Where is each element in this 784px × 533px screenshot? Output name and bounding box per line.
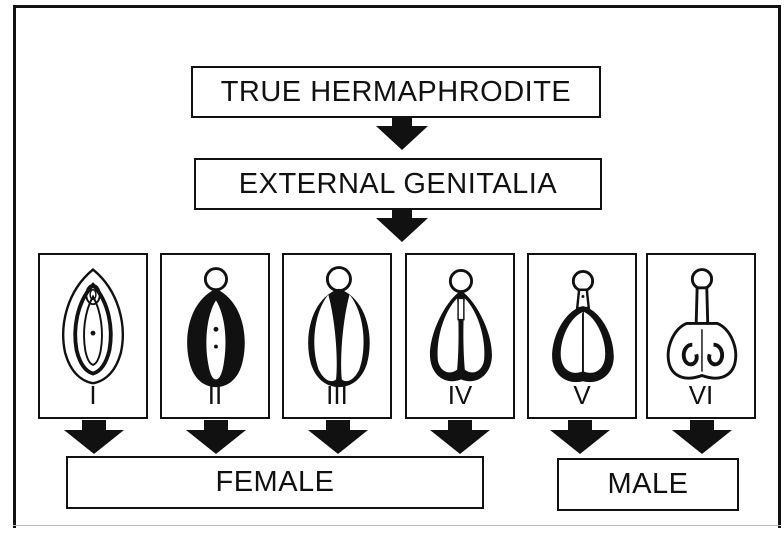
stage-numeral: I [40, 380, 146, 411]
stage-panel-6: VI [646, 253, 756, 419]
arrow-down-icon [548, 420, 612, 456]
subtitle-box: EXTERNAL GENITALIA [194, 158, 602, 210]
stage-numeral: II [162, 380, 268, 411]
arrow-down-icon [184, 420, 248, 456]
title-label: TRUE HERMAPHRODITE [221, 76, 572, 109]
stage-panel-2: II [160, 253, 270, 419]
stage-numeral: V [529, 380, 635, 411]
stage-numeral: III [284, 380, 390, 411]
stage-panel-3: III [282, 253, 392, 419]
arrow-down-icon [62, 420, 126, 456]
stage-panel-5: V [527, 253, 637, 419]
stage-panel-1: I [38, 253, 148, 419]
male-label: MALE [608, 468, 689, 501]
arrow-down-icon [670, 420, 734, 456]
female-outcome-box: FEMALE [66, 456, 484, 509]
arrow-down-icon [372, 118, 432, 152]
male-outcome-box: MALE [557, 458, 739, 511]
stage-panel-4: IV [405, 253, 515, 419]
arrow-down-icon [306, 420, 370, 456]
female-label: FEMALE [215, 466, 334, 499]
stage-numeral: IV [407, 380, 513, 411]
stage-numeral: VI [648, 380, 754, 411]
arrow-down-icon [372, 210, 432, 244]
arrow-down-icon [428, 420, 492, 456]
subtitle-label: EXTERNAL GENITALIA [239, 168, 557, 201]
title-box: TRUE HERMAPHRODITE [191, 66, 601, 118]
